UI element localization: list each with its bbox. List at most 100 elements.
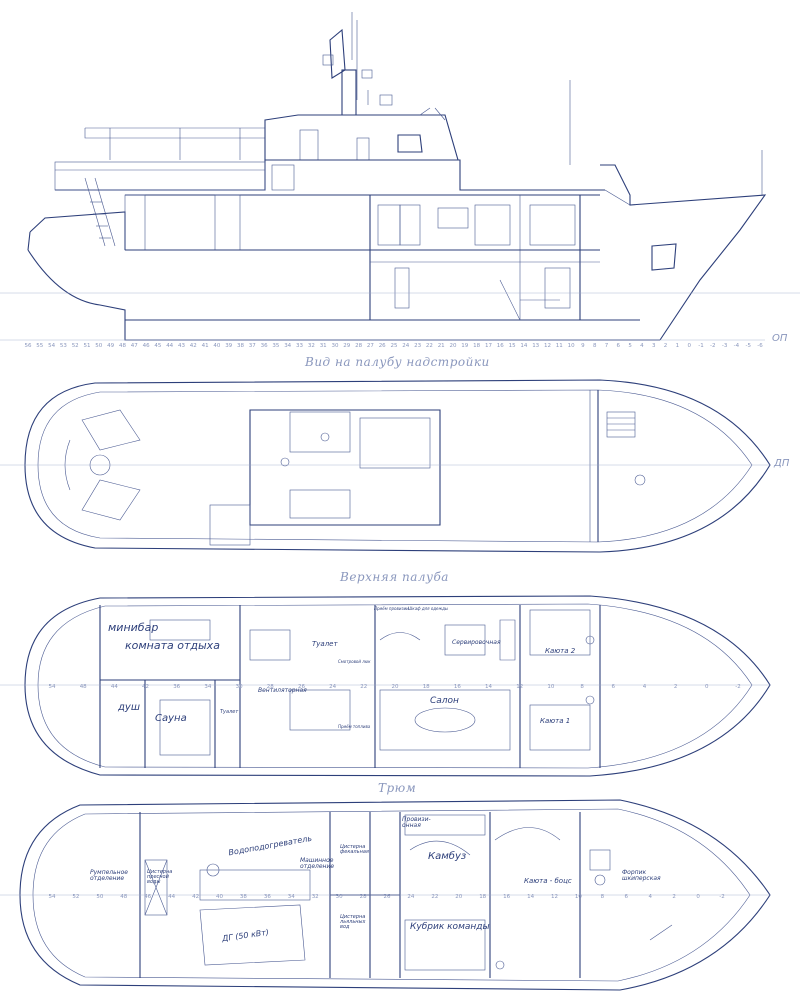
profile-frame-label: 37 [249,343,256,349]
upper-deck-frame-label: 8 [580,684,584,690]
superstructure-deck-plan [0,379,771,553]
profile-frame-label: 23 [414,343,421,349]
profile-frame-label: 8 [593,343,597,349]
title-upper-deck: Верхняя палуба [340,570,449,584]
profile-frame-label: -5 [745,343,751,349]
profile-frame-label: 13 [532,343,539,349]
profile-frame-label: 2 [664,343,668,349]
profile-frame-label: 17 [485,343,492,349]
profile-frame-label: 45 [154,343,161,349]
profile-frame-label: 28 [355,343,362,349]
profile-frame-label: 0 [687,343,691,349]
room-cabin-2: Каюта 2 [545,647,576,655]
hold-frame-label: 2 [672,894,676,900]
room-ventilation: Вентиляторная [258,687,307,694]
upper-deck-frame-label: 28 [267,684,274,690]
upper-deck-frame-label: 42 [142,684,149,690]
room-engine-room: Машинное отделение [300,857,335,870]
hold-frame-label: 54 [49,894,56,900]
profile-frame-label: 7 [605,343,609,349]
hold-plan [0,799,771,991]
profile-frame-label: -1 [698,343,703,349]
profile-frame-label: 26 [379,343,386,349]
profile-frame-label: 55 [36,343,43,349]
room-shower: душ [118,702,140,713]
profile-frame-label: 29 [343,343,350,349]
profile-frame-label: 6 [617,343,621,349]
upper-deck-frame-label: 16 [454,684,461,690]
room-steering: Румпельное отделение [90,869,128,882]
upper-deck-frame-label: 0 [705,684,709,690]
hold-frame-label: 8 [601,894,605,900]
hold-frame-label: 46 [144,894,151,900]
profile-frame-label: 52 [72,343,79,349]
profile-frame-label: 40 [213,343,220,349]
upper-deck-frame-label: -2 [735,684,740,690]
room-sauna: Сауна [155,713,187,724]
profile-frame-label: 42 [190,343,197,349]
profile-frame-label: -4 [734,343,740,349]
note-inspection-hatch: Смотровой люк [338,659,371,664]
hold-frame-label: 10 [575,894,582,900]
profile-frame-label: 3 [652,343,656,349]
profile-frame-label: 38 [237,343,244,349]
hold-frame-label: 6 [625,894,629,900]
profile-frame-label: 20 [450,343,457,349]
hold-frame-label: 50 [96,894,103,900]
hold-frame-label: 48 [120,894,127,900]
profile-frame-label: 32 [308,343,315,349]
profile-frame-label: 51 [84,343,91,349]
profile-frame-label: 39 [225,343,232,349]
hold-frame-label: 42 [192,894,199,900]
baseline-label: ОП [772,333,788,344]
centerline-label: ДП [774,458,790,469]
profile-frame-label: 25 [391,343,398,349]
upper-deck-frame-label: 20 [392,684,399,690]
upper-deck-frame-label: 26 [298,684,305,690]
upper-deck-frame-label: 12 [516,684,523,690]
title-superstructure-deck: Вид на палубу надстройки [305,355,490,369]
profile-frame-label: -2 [710,343,715,349]
room-cabin-1: Каюта 1 [540,717,571,725]
profile-frame-label: 12 [544,343,551,349]
upper-deck-frame-label: 24 [329,684,336,690]
hold-frame-label: 32 [312,894,319,900]
profile-frame-label: 30 [332,343,339,349]
hold-frame-label: 16 [503,894,510,900]
hold-frame-label: 38 [240,894,247,900]
profile-frame-label: 10 [568,343,575,349]
upper-deck-frame-label: 48 [80,684,87,690]
side-profile [0,12,800,341]
room-toilet-2: Туалет [220,709,239,715]
room-galley: Камбуз [428,851,467,862]
profile-frame-label: 19 [461,343,468,349]
hold-frame-label: 30 [336,894,343,900]
profile-frame-label: 5 [628,343,632,349]
hold-frame-label: 20 [455,894,462,900]
profile-frame-label: 49 [107,343,114,349]
profile-frame-label: 35 [272,343,279,349]
hold-frame-label: 26 [384,894,391,900]
upper-deck-frame-label: 22 [360,684,367,690]
profile-frame-label: 11 [556,343,563,349]
room-fecal-tank: Цистерна фекальная [340,844,369,855]
room-cabin-boss: Каюта - боцс [524,877,572,885]
profile-frame-label: 1 [676,343,680,349]
hold-frame-label: 44 [168,894,175,900]
profile-frame-label: 41 [202,343,209,349]
note-wardrobe: Шкаф для одежды [408,606,449,611]
hold-frame-label: 14 [527,894,534,900]
profile-frame-label: 46 [143,343,150,349]
upper-deck-frame-label: 30 [236,684,243,690]
title-hold: Трюм [378,781,417,795]
hold-frame-label: 0 [696,894,700,900]
room-bilge-tank: Цистерна льяльных вод [340,914,366,930]
profile-frame-label: 43 [178,343,185,349]
upper-deck-plan [0,595,771,777]
profile-frame-label: 56 [25,343,32,349]
profile-frame-label: 24 [402,343,409,349]
room-water-tank: Цистерна пресной воды [147,869,173,885]
profile-frame-label: 50 [95,343,102,349]
hold-frame-label: 34 [288,894,295,900]
